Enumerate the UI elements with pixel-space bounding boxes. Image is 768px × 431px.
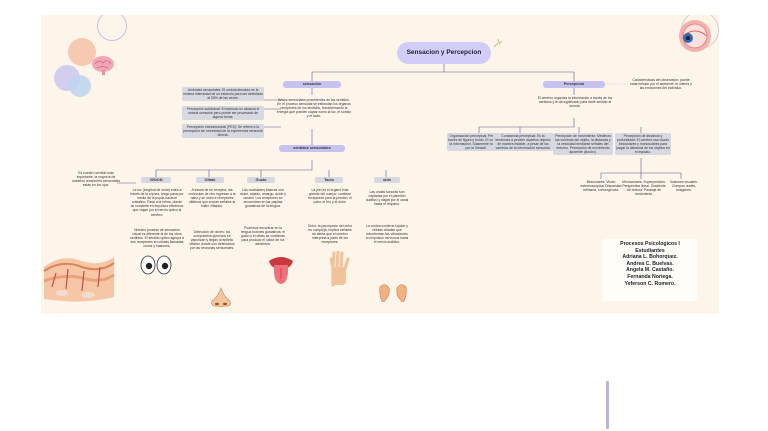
- sparkle-icon: [492, 36, 504, 48]
- sensacion-note-3: Percepción extrasensorial (PES): Se refi…: [182, 124, 264, 139]
- sense-text-vision: La luz (longitud de onda) entra a través…: [130, 188, 184, 217]
- vertical-divider: [606, 381, 609, 429]
- decor-circle-blue: [69, 75, 91, 97]
- sense-text2-vision: Nuestro proceso de sensación visual es d…: [130, 228, 184, 249]
- sense-text-olfato: A través de un receptor, las moléculas d…: [188, 188, 236, 209]
- slide-canvas: Sensacion y Percepcion sensacion Bases s…: [41, 15, 719, 314]
- sense-text-oido: Las ondas sonoras son captadas por el pa…: [365, 190, 409, 207]
- sensacion-note-1: Umbrales sensoriales: El umbral absoluto…: [182, 87, 264, 102]
- sensacion-note-2: Percepción subliminal: El estímulo no al…: [182, 106, 264, 121]
- info-line: Yeferson C. Romero.: [624, 280, 676, 287]
- sense-text-gusto: Las cualidades básicas son dulce, salado…: [240, 188, 286, 209]
- page-title: Sensacion y Percepcion: [397, 42, 491, 64]
- sense-text2-gusto: Podemos encontrar en la lengua botones g…: [241, 226, 285, 247]
- nose-icon: [208, 287, 234, 309]
- sense-node-olfato: Olfato: [196, 177, 224, 183]
- decor-circle-peach: [68, 38, 96, 66]
- node-percepcion: Percepcion: [543, 81, 605, 88]
- eye-anatomy-icon: [677, 18, 713, 54]
- percepcion-item-constancia: Constancia perceptual: Es la tendencia a…: [493, 133, 553, 152]
- node-sensacion: sensacion: [283, 81, 341, 88]
- sense-text-tacto: La piel es el órgano más grande del cuer…: [308, 188, 352, 205]
- hand-icon: [329, 250, 351, 287]
- percepcion-side-note: Características del observador: puede es…: [630, 78, 692, 91]
- percepcion-item-movimiento: Percepción de movimiento: Medimos las so…: [553, 133, 613, 156]
- sensacion-definition: Bases sensoriales procedentes de los sen…: [276, 98, 352, 119]
- percepcion-item-distancia: Percepción de distancia y profundidad: E…: [615, 133, 671, 156]
- percepcion-item-organizacion: Organización perceptual: Permite a travé…: [447, 133, 505, 152]
- node-sentidos: sentidos sensoriales: [279, 145, 345, 152]
- info-line: Adriana L. Bohorquez.: [622, 254, 678, 261]
- sense-text2-olfato: Detección de olores: los compuestos quím…: [189, 230, 235, 251]
- info-line: Fernanda Noriega.: [627, 273, 673, 280]
- sense-node-oido: oido: [374, 177, 400, 183]
- eyes-icon: [140, 255, 172, 275]
- sense-node-tacto: Tacto: [315, 177, 343, 183]
- info-line: Angela M. Castaño.: [626, 267, 674, 274]
- decor-ring: [97, 15, 127, 41]
- sense-node-gusto: Gusto: [247, 177, 275, 183]
- sentidos-left-note: Es nuestro sentido más importante, la ma…: [71, 171, 121, 188]
- ears-icon: [377, 283, 409, 305]
- skin-layers-icon: [42, 247, 115, 305]
- percepcion-definition: El cerebro organiza la información a tra…: [537, 96, 613, 109]
- student-info-card: Procesos Psicologicos I Estudiantes Adri…: [603, 239, 697, 301]
- percepcion-sub-monoculares: Monoculares: Superposición. Perspectiva …: [622, 180, 666, 197]
- brain-icon: [91, 55, 115, 75]
- sense-node-vision: VISION: [141, 177, 171, 183]
- info-line: Estudiantes: [635, 247, 665, 254]
- percepcion-sub-binoculares: Binoculares: Visión estereoscópica. Disp…: [580, 180, 622, 193]
- percepcion-sub-ilusiones: Ilusiones visuales: Cuerpos reales, imág…: [670, 180, 698, 193]
- sense-text2-oido: La cóclea contiene líquido y células cil…: [365, 224, 409, 245]
- info-line: Andrea C. Buelvas.: [626, 260, 674, 267]
- sense-text2-tacto: Dolor: la percepción del dolor es comple…: [307, 224, 353, 245]
- tongue-icon: [267, 255, 295, 285]
- info-line: Procesos Psicologicos I: [620, 241, 680, 247]
